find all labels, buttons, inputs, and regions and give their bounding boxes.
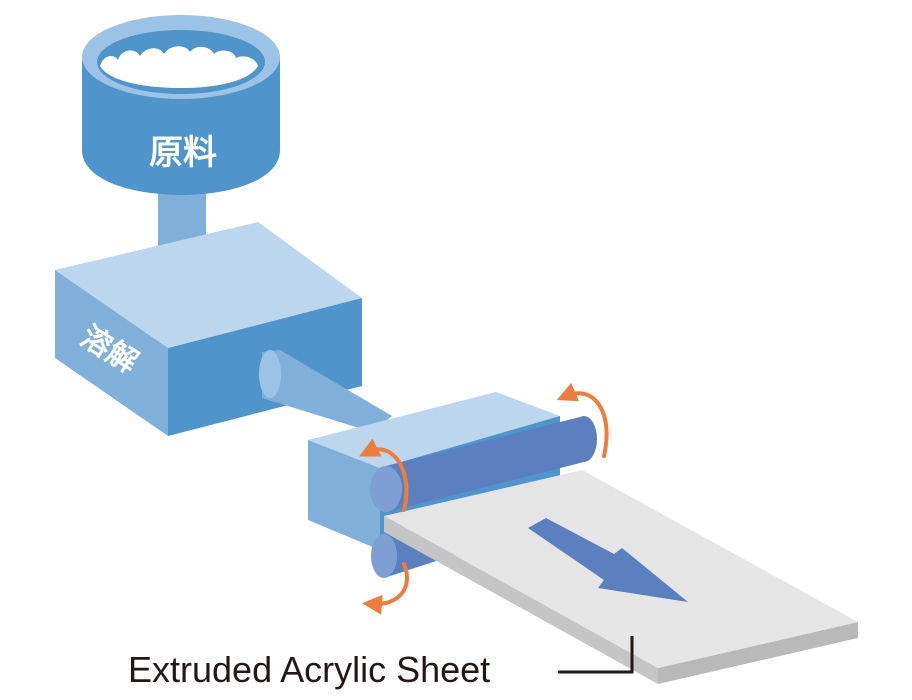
upper-roller-body <box>386 416 584 512</box>
hopper-label: 原料 <box>149 133 217 173</box>
rotate-arrow-lower <box>362 562 409 615</box>
label-leader-line <box>558 636 634 674</box>
product-label: Extruded Acrylic Sheet <box>128 649 490 690</box>
upper-roller-end-left <box>370 466 402 512</box>
rotate-arrow-upper-right <box>556 382 609 458</box>
melting-box-front <box>55 270 168 436</box>
hopper: 原料 <box>82 15 280 272</box>
feed-pipe-body <box>262 350 392 432</box>
die-box-front <box>308 440 380 550</box>
sheet-side <box>384 516 658 684</box>
raw-material-pellets <box>100 46 258 88</box>
rotate-arrow-upper-left <box>359 438 409 512</box>
upper-roller <box>370 416 597 512</box>
feed-pipe-end <box>259 350 281 398</box>
flow-arrow-icon <box>528 518 688 602</box>
upper-roller-end-right <box>571 416 597 462</box>
sheet-edge <box>658 622 858 684</box>
feed-pipe <box>259 350 392 432</box>
melting-box-top <box>55 222 362 348</box>
rotate-arrow-icon <box>359 382 609 615</box>
acrylic-sheet <box>384 470 858 684</box>
lower-roller-end <box>371 534 397 578</box>
